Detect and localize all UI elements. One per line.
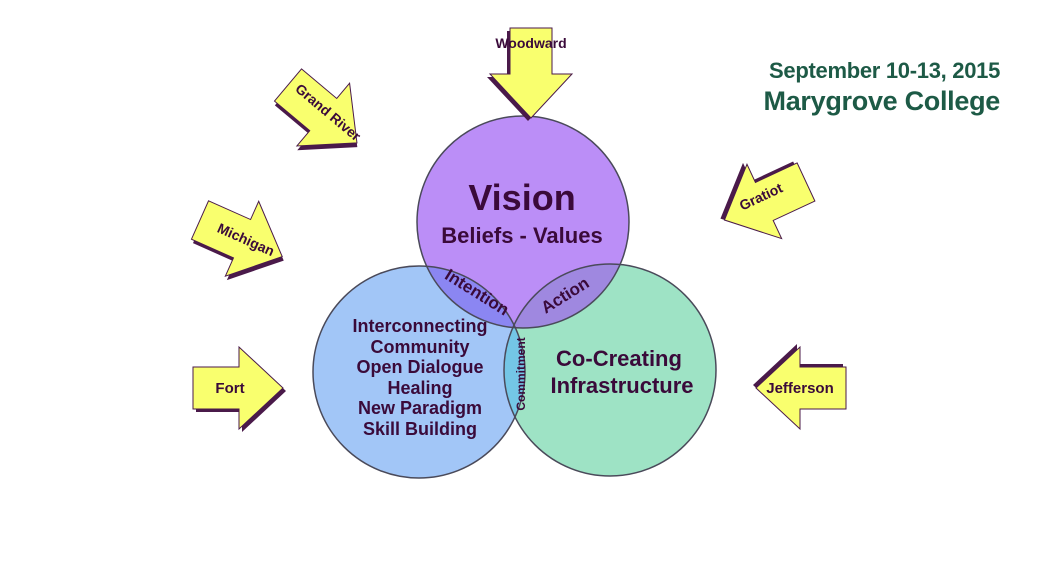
community-line: Interconnecting [352, 316, 487, 336]
overlap-action [504, 264, 629, 328]
community-line: New Paradigm [358, 398, 482, 418]
community-line: Healing [387, 378, 452, 398]
vision-subtitle: Beliefs - Values [441, 223, 602, 248]
community-line: Skill Building [363, 419, 477, 439]
arrow-fort-label: Fort [215, 380, 244, 397]
event-date: September 10-13, 2015 [769, 58, 1000, 83]
arrow-jefferson-label: Jefferson [766, 380, 834, 397]
event-venue: Marygrove College [763, 86, 1001, 116]
community-line: Community [371, 337, 470, 357]
event-header: September 10-13, 2015 Marygrove College [763, 58, 1001, 117]
community-text: Interconnecting Community Open Dialogue … [352, 316, 487, 439]
community-circle [313, 266, 525, 478]
infrastructure-line: Infrastructure [550, 373, 693, 398]
arrow-woodward-label: Woodward [495, 35, 566, 51]
community-line: Open Dialogue [356, 357, 483, 377]
commitment-label: Commitment [514, 337, 528, 410]
infrastructure-line: Co-Creating [556, 346, 682, 371]
vision-title: Vision [468, 177, 575, 218]
